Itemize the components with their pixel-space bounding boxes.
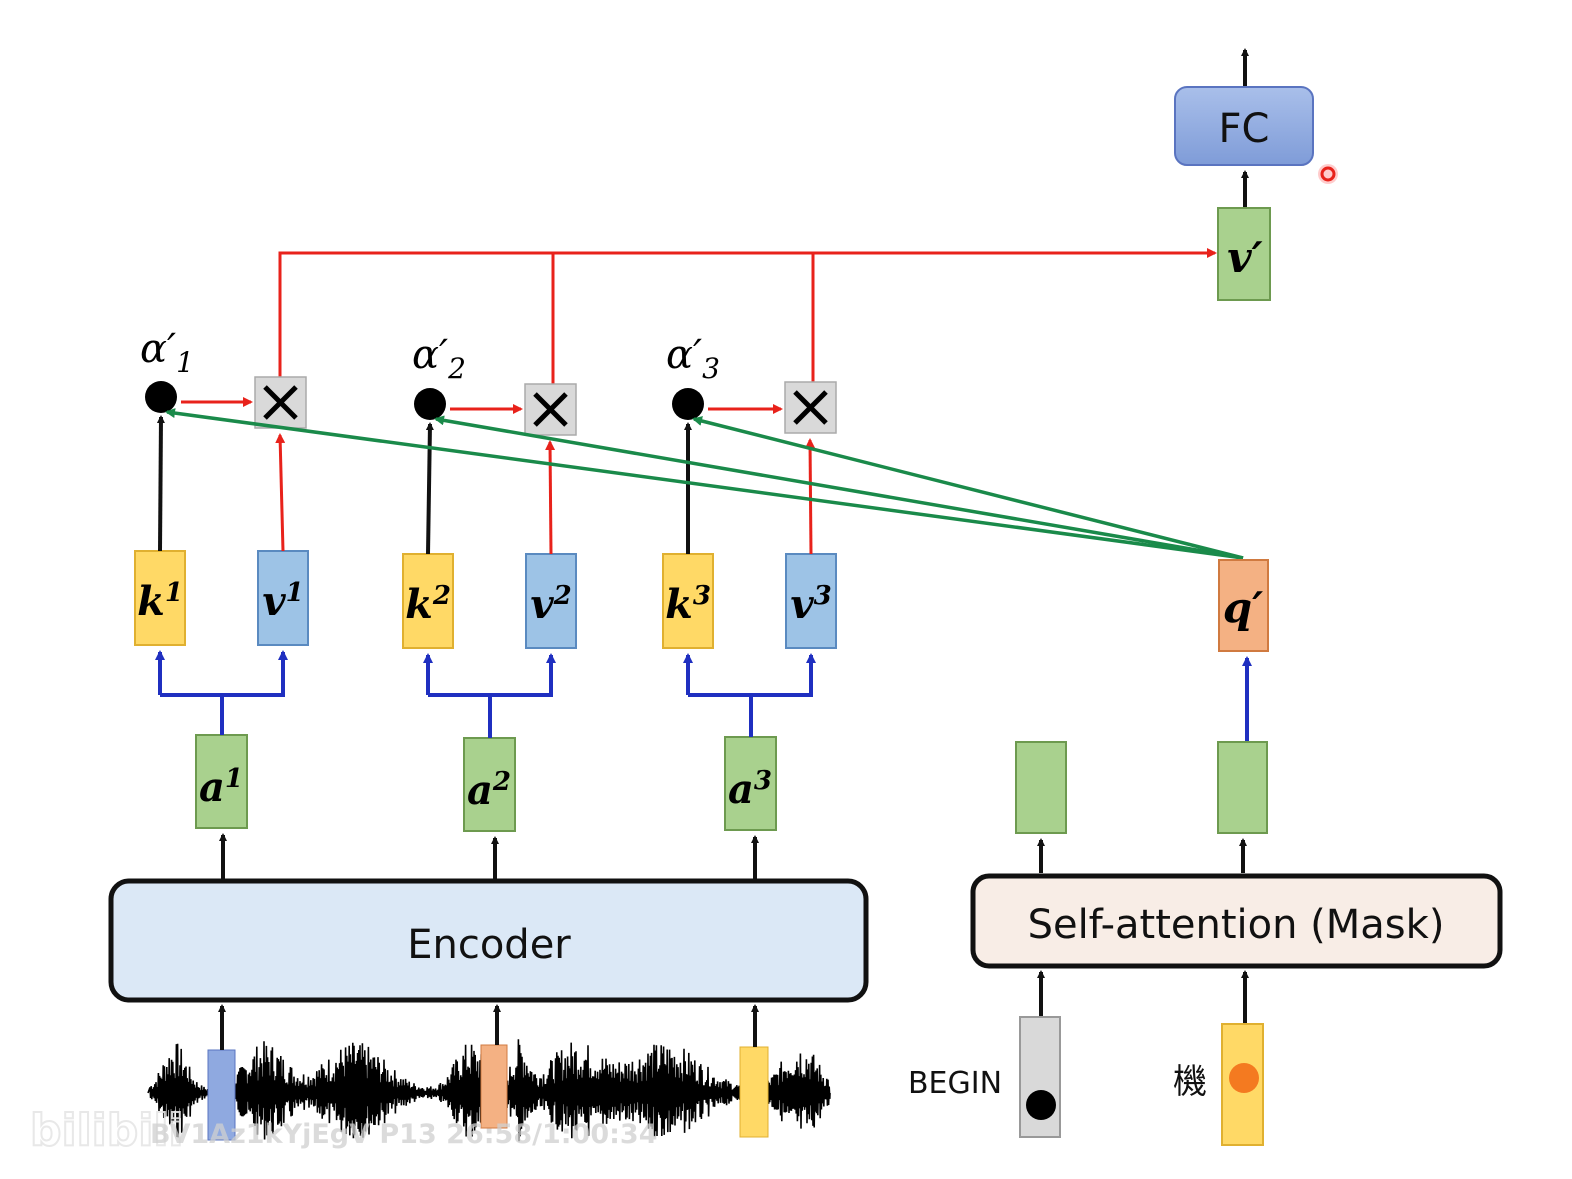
audio-frames xyxy=(207,1044,769,1141)
frame-to-encoder-arrows xyxy=(218,1004,759,1050)
begin-label: BEGIN xyxy=(908,1066,1002,1101)
multiply-icon-3 xyxy=(793,390,828,425)
multiply-icon-1 xyxy=(263,385,298,420)
key-label-2: k2 xyxy=(405,581,451,628)
encoder-box xyxy=(108,878,869,1003)
value-projection-arrow-2 xyxy=(428,653,556,697)
decoder-output-1 xyxy=(1015,741,1067,834)
key-box-1 xyxy=(134,550,186,646)
alpha-label-1: α′1 xyxy=(140,326,194,379)
key-box-2 xyxy=(402,553,454,649)
alpha-label-3: α′3 xyxy=(666,332,720,385)
encoder-output-box-1 xyxy=(195,734,248,829)
encoder-label: Encoder xyxy=(407,922,571,968)
audio-frame-3 xyxy=(739,1046,769,1138)
fc-label: FC xyxy=(1219,106,1270,152)
laser-pointer-icon xyxy=(1320,166,1336,182)
token-ji-dot xyxy=(1229,1063,1259,1093)
decoder-output-2 xyxy=(1217,741,1268,834)
value-box-1 xyxy=(257,550,309,646)
encoder-output-label-3: a3 xyxy=(728,766,772,813)
attention-score-dot-1 xyxy=(145,381,177,413)
v-prime-box xyxy=(1217,207,1271,301)
fc-box xyxy=(1174,86,1314,166)
attention-score-dot-3 xyxy=(672,388,704,420)
decoder-arrows xyxy=(1037,838,1249,1024)
value-to-multiply-arrow-1 xyxy=(275,433,286,552)
v-prime-label: v′ xyxy=(1227,233,1262,282)
value-label-3: v3 xyxy=(790,581,831,628)
encoder-output-label-2: a2 xyxy=(467,767,511,814)
key-to-score-arrow-1 xyxy=(156,415,165,552)
q-prime-box xyxy=(1218,559,1269,652)
token-ji-label: 機 xyxy=(1173,1062,1207,1102)
audio-frame-1 xyxy=(207,1049,236,1141)
key-to-score-arrow-2 xyxy=(425,422,434,555)
watermark-logo: bilibili xyxy=(30,1105,183,1156)
multiply-icon-2 xyxy=(533,392,568,427)
value-projection-arrow-1 xyxy=(160,650,288,697)
key-label-1: k1 xyxy=(137,578,183,625)
key-box-3 xyxy=(662,553,714,649)
self-attention-mask-box xyxy=(970,873,1503,969)
query-lines xyxy=(165,408,1244,560)
weighted-sum-lines xyxy=(278,248,1217,384)
value-to-multiply-arrow-2 xyxy=(545,440,556,555)
watermark-text: BV1Az1kYjEgV P13 26:58/1:00:34 xyxy=(150,1119,658,1150)
audio-frame-2 xyxy=(480,1044,508,1129)
key-label-3: k3 xyxy=(665,581,711,628)
value-projection-arrow-3 xyxy=(688,653,816,697)
encoder-output-label-1: a1 xyxy=(199,764,243,811)
value-to-multiply-arrow-3 xyxy=(805,438,816,555)
value-label-2: v2 xyxy=(530,581,571,628)
q-prime-label: q′ xyxy=(1223,583,1263,632)
alpha-label-2: α′2 xyxy=(412,332,466,385)
value-label-1: v1 xyxy=(262,578,303,625)
begin-token-dot xyxy=(1026,1090,1056,1120)
self-attention-label: Self-attention (Mask) xyxy=(1028,902,1445,948)
value-box-2 xyxy=(525,553,577,649)
attention-score-dot-2 xyxy=(414,388,446,420)
